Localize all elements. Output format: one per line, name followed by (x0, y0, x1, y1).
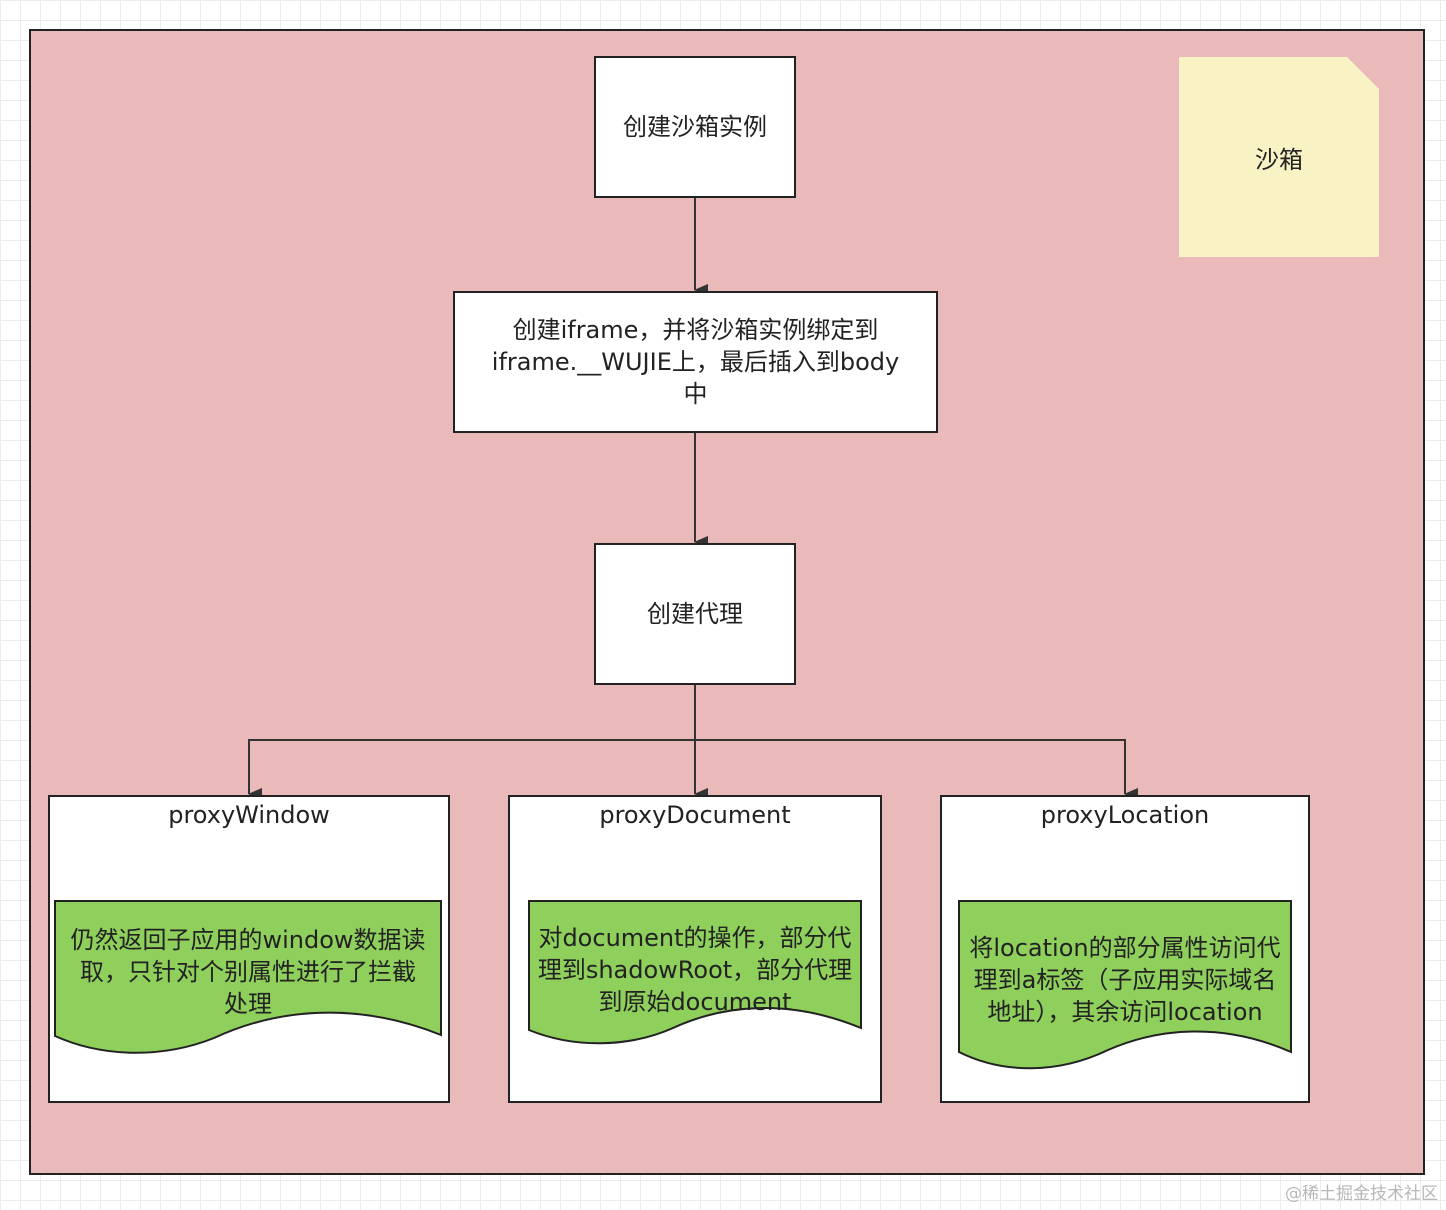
proxy-window-doc-shape (54, 900, 442, 1054)
proxy-window-doc: 仍然返回子应用的window数据读 取，只针对个别属性进行了拦截 处理 (54, 900, 442, 1056)
proxy-window-desc-2: 取，只针对个别属性进行了拦截 (80, 958, 416, 986)
proxy-window-title: proxyWindow (168, 801, 330, 829)
watermark: @稀土掘金技术社区 (1285, 1184, 1438, 1204)
proxy-location-desc-3: 地址），其余访问location (987, 998, 1263, 1026)
create-iframe-line-1: 创建iframe，并将沙箱实例绑定到 (512, 316, 879, 344)
proxy-document-doc: 对document的操作，部分代 理到shadowRoot，部分代理 到原始do… (528, 900, 862, 1050)
proxy-document-title: proxyDocument (599, 801, 791, 829)
edge-proxy-to-window (248, 739, 695, 800)
create-iframe-node: 创建iframe，并将沙箱实例绑定到 iframe.__WUJIE上，最后插入到… (453, 291, 938, 433)
proxy-location-desc-1: 将location的部分属性访问代 (969, 934, 1281, 962)
proxy-window-desc-1: 仍然返回子应用的window数据读 (70, 926, 426, 954)
proxy-window-desc-3: 处理 (224, 990, 272, 1018)
create-proxy-node: 创建代理 (594, 543, 796, 685)
proxy-location-desc-2: 理到a标签（子应用实际域名 (973, 966, 1277, 994)
proxy-document-desc-1: 对document的操作，部分代 (538, 924, 852, 952)
proxy-document-doc-shape (528, 900, 862, 1045)
create-sandbox-node: 创建沙箱实例 (594, 56, 796, 198)
create-iframe-line-2: iframe.__WUJIE上，最后插入到body (491, 348, 900, 376)
proxy-location-doc-shape (958, 900, 1292, 1070)
edge-proxy-to-location (695, 739, 1138, 800)
create-proxy-label: 创建代理 (647, 600, 743, 628)
create-iframe-line-3: 中 (683, 380, 708, 408)
sandbox-note-label: 沙箱 (1255, 145, 1303, 174)
proxy-location-title: proxyLocation (1040, 801, 1210, 829)
proxy-location-doc: 将location的部分属性访问代 理到a标签（子应用实际域名 地址），其余访问… (958, 900, 1292, 1076)
create-sandbox-label: 创建沙箱实例 (623, 113, 767, 141)
proxy-document-desc-2: 理到shadowRoot，部分代理 (537, 956, 853, 984)
sandbox-note: 沙箱 (1179, 57, 1379, 257)
proxy-document-desc-3: 到原始document (598, 988, 792, 1016)
